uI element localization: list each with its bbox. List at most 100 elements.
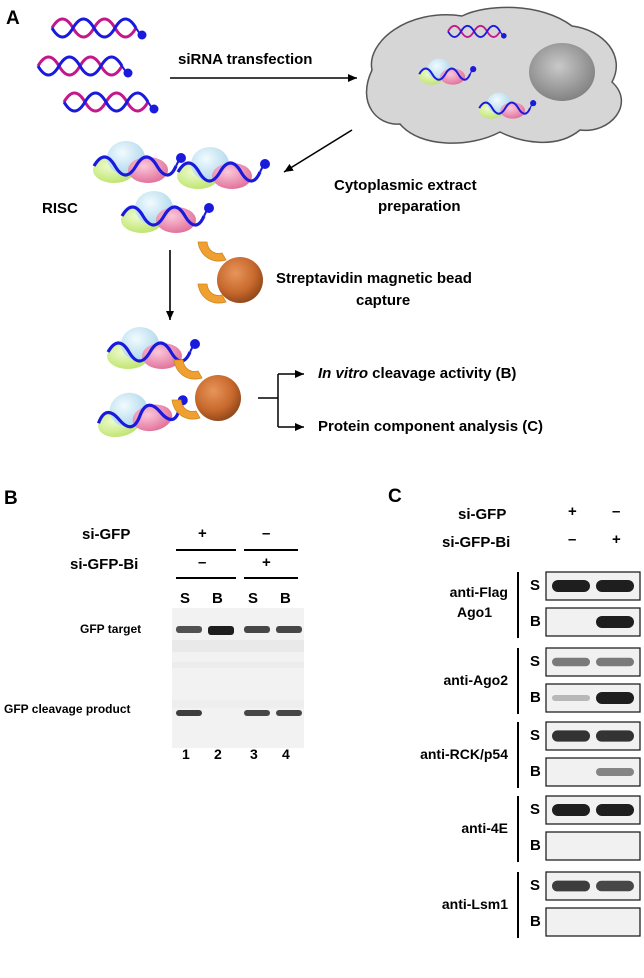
blot-group: [517, 871, 641, 938]
sirna-duplex: [62, 91, 160, 115]
gel-band-target: [244, 626, 270, 633]
gel-band-target: [176, 626, 202, 633]
magnetic-bead: [195, 375, 241, 421]
risc-complex: [105, 325, 202, 371]
gel-panel: [172, 608, 304, 748]
blot-band: [596, 657, 634, 667]
label-sirna-transfection: siRNA transfection: [178, 51, 313, 68]
panel-b-header-lines: [176, 549, 298, 579]
blot-strip: [545, 831, 641, 861]
c-row-label-si-gfp: si-GFP: [458, 506, 507, 523]
gel-band-product: [276, 710, 302, 716]
gel-bands: [176, 626, 302, 716]
gel-band-target: [208, 626, 234, 635]
label-risc: RISC: [42, 200, 78, 217]
free-sirna-group: [36, 17, 160, 115]
blot-antibody-label: anti-Ago2: [443, 672, 508, 688]
panel-c-letter: C: [388, 486, 402, 507]
blot-group: [517, 647, 641, 714]
cell-body: [365, 6, 623, 144]
sirna-duplex: [50, 17, 148, 41]
lane-label-3: S: [248, 590, 259, 607]
c-sign-si-gfp-bi-2: +: [612, 531, 621, 548]
blot-band: [596, 730, 634, 742]
risc-complex: [175, 145, 272, 191]
blot-antibody-label-2: Ago1: [457, 604, 492, 620]
blot-band: [552, 580, 590, 592]
sign-si-gfp-2: –: [262, 525, 271, 542]
sign-si-gfp-bi-1: –: [198, 554, 207, 571]
western-blots: [517, 571, 641, 938]
lane-label-2: B: [212, 590, 223, 607]
blot-band: [596, 804, 634, 816]
blot-band: [552, 730, 590, 742]
blot-strip: [545, 907, 641, 937]
label-outcome-cleavage: In vitro cleavage activity (B): [318, 365, 516, 382]
gel-band-target: [276, 626, 302, 633]
blot-antibody-label: anti-Lsm1: [441, 896, 508, 912]
blot-band: [552, 695, 590, 701]
streptavidin-icon: [197, 241, 227, 262]
streptavidin-bead: [197, 241, 263, 304]
blot-band: [596, 616, 634, 628]
c-sign-si-gfp-1: +: [568, 503, 577, 520]
branch-arrows: [258, 370, 304, 431]
fraction-label: B: [530, 837, 541, 854]
fraction-label: B: [530, 613, 541, 630]
gel-band-product: [176, 710, 202, 716]
fraction-label: B: [530, 763, 541, 780]
gel-band-product: [244, 710, 270, 716]
fraction-label: S: [530, 727, 541, 744]
blot-antibody-label: anti-4E: [461, 820, 508, 836]
captured-risc-group: [91, 325, 241, 442]
lane-number-1: 1: [182, 746, 190, 762]
blot-group: [517, 571, 641, 638]
blot-band: [596, 768, 634, 776]
sign-si-gfp-1: +: [198, 525, 207, 542]
blot-band: [552, 804, 590, 816]
cell: [365, 6, 623, 144]
c-row-label-si-gfp-bi: si-GFP-Bi: [442, 534, 511, 551]
c-sign-si-gfp-bi-1: –: [568, 531, 577, 548]
band-label-target: GFP target: [80, 622, 142, 636]
nucleus: [529, 43, 595, 101]
fraction-label: S: [530, 801, 541, 818]
panel-a-letter: A: [6, 8, 20, 29]
lane-number-2: 2: [214, 746, 222, 762]
label-capture-line1: Streptavidin magnetic bead: [276, 270, 472, 287]
fraction-label: S: [530, 877, 541, 894]
magnetic-bead: [217, 257, 263, 303]
band-label-product: GFP cleavage product: [4, 702, 131, 716]
blot-group: [517, 721, 641, 788]
fraction-label: S: [530, 577, 541, 594]
label-in-vitro: In vitro: [318, 365, 369, 382]
blot-band: [552, 657, 590, 667]
sirna-duplex: [36, 55, 134, 79]
label-capture-line2: capture: [356, 292, 411, 309]
blot-band: [596, 580, 634, 592]
label-extract-line2: preparation: [378, 198, 461, 215]
sign-si-gfp-bi-2: +: [262, 554, 271, 571]
label-outcome-protein: Protein component analysis (C): [318, 418, 544, 435]
blot-antibody-label: anti-RCK/p54: [420, 746, 508, 762]
lane-label-4: B: [280, 590, 291, 607]
blot-group: [517, 795, 641, 862]
risc-complex: [91, 139, 188, 185]
blot-band: [552, 880, 590, 892]
fraction-label: B: [530, 689, 541, 706]
blot-band: [596, 880, 634, 892]
risc-group: [91, 139, 272, 235]
fraction-label: B: [530, 913, 541, 930]
risc-complex: [119, 189, 216, 235]
fraction-label: S: [530, 653, 541, 670]
lane-number-3: 3: [250, 746, 258, 762]
blot-antibody-label: anti-Flag: [449, 584, 508, 600]
streptavidin-icon: [173, 359, 203, 380]
c-sign-si-gfp-2: –: [612, 503, 621, 520]
lane-label-1: S: [180, 590, 191, 607]
row-label-si-gfp: si-GFP: [82, 526, 131, 543]
extract-arrow: [283, 129, 353, 173]
lane-number-4: 4: [282, 746, 290, 762]
label-extract-line1: Cytoplasmic extract: [334, 177, 477, 194]
